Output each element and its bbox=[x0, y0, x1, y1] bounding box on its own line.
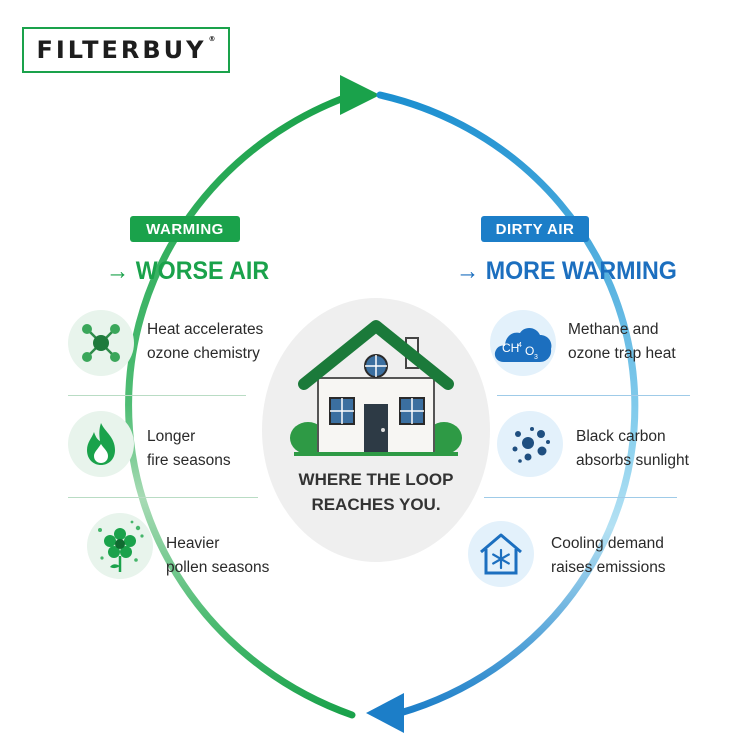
svg-text:3: 3 bbox=[534, 354, 538, 361]
logo-text: FILTERBUY bbox=[36, 36, 207, 64]
molecule-icon bbox=[68, 310, 134, 376]
black-carbon-icon bbox=[497, 411, 563, 477]
left-divider-2 bbox=[68, 497, 258, 498]
logo-registered-mark: ® bbox=[208, 35, 216, 43]
methane-ozone-cloud-icon: CH 4 O 3 bbox=[490, 310, 556, 376]
blue-arrowhead bbox=[366, 693, 404, 733]
snowflake-house-icon bbox=[468, 521, 534, 587]
left-divider-1 bbox=[68, 395, 246, 396]
more-warming-heading: → MORE WARMING bbox=[456, 257, 677, 285]
svg-text:4: 4 bbox=[518, 342, 522, 349]
svg-text:CH: CH bbox=[502, 341, 519, 355]
filterbuy-logo: FILTERBUY® bbox=[22, 27, 230, 73]
right-divider-1 bbox=[497, 395, 690, 396]
dirty-air-badge: DIRTY AIR bbox=[481, 216, 589, 242]
svg-text:O: O bbox=[525, 344, 534, 358]
warming-badge: WARMING bbox=[130, 216, 240, 242]
house-icon bbox=[290, 320, 462, 456]
green-arrowhead bbox=[340, 75, 380, 115]
right-divider-2 bbox=[484, 497, 677, 498]
flower-pollen-icon bbox=[87, 513, 153, 579]
fire-icon bbox=[68, 411, 134, 477]
green-loop-arc bbox=[125, 91, 356, 719]
worse-air-heading: → WORSE AIR bbox=[106, 257, 270, 285]
blue-loop-arc bbox=[376, 91, 639, 717]
